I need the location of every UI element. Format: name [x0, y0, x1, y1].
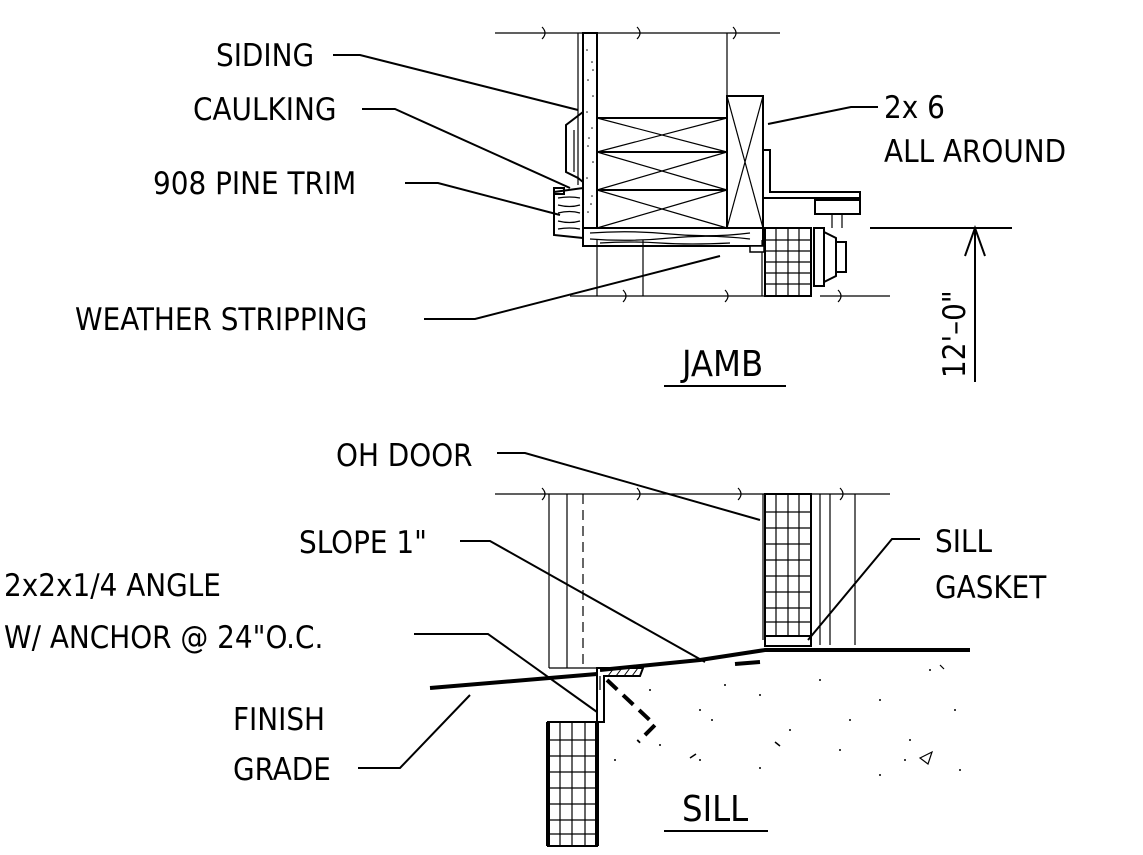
height-dimension: 12'–0": [870, 225, 1012, 382]
door-track-angle: [763, 149, 861, 199]
finish-grade-label-line1: FINISH: [233, 702, 325, 738]
jamb-bottom-break-line: [570, 289, 890, 303]
steel-angle: [596, 667, 645, 723]
jamb-door-panel: [764, 227, 812, 297]
angle-label-line2: W/ ANCHOR @ 24"O.C.: [4, 620, 323, 656]
height-dimension-text: 12'–0": [937, 290, 973, 378]
oh-door-label: OH DOOR: [336, 438, 473, 474]
sill-title: SILL: [682, 789, 748, 830]
angle-label-line1: 2x2x1/4 ANGLE: [4, 568, 221, 604]
siding-layer: [582, 32, 598, 229]
stud-blocks: [596, 117, 728, 229]
weather-stripping-label: WEATHER STRIPPING: [75, 302, 367, 338]
jamb-wall-lines: [577, 33, 763, 296]
jamb-leaders: [333, 54, 878, 320]
caulking-profile: [565, 111, 584, 183]
jamb-title: JAMB: [680, 344, 763, 385]
finish-grade-label-line2: GRADE: [233, 752, 331, 788]
jamb-board: [582, 227, 764, 247]
foundation-block: [546, 721, 599, 847]
slope-label: SLOPE 1": [299, 525, 427, 561]
concrete-stipple: [614, 664, 961, 776]
pine-trim-label: 908 PINE TRIM: [153, 166, 356, 202]
slab-top-edge: [599, 648, 970, 672]
finish-grade-line: [429, 672, 598, 690]
jamb-top-break-line: [495, 26, 780, 40]
sill-gasket: [764, 635, 812, 647]
siding-label: SIDING: [216, 38, 314, 74]
anchor-bolt: [605, 678, 658, 744]
sill-gasket-label-line1: SILL: [935, 524, 992, 560]
sill-wall-lines: [548, 494, 856, 669]
two-by-six-label: 2x 6: [884, 90, 945, 126]
sill-detail: OH DOOR SLOPE 1" 2x2x1/4 ANGLE W/ ANCHOR…: [4, 438, 1047, 847]
siding-stipple: [586, 49, 594, 213]
jamb-detail: SIDING CAULKING 908 PINE TRIM WEATHER ST…: [75, 26, 1066, 387]
sill-top-break-line: [495, 487, 890, 501]
two-by-six-member: [726, 95, 764, 229]
all-around-label: ALL AROUND: [884, 134, 1066, 170]
door-roller: [813, 199, 861, 287]
sill-leaders: [358, 452, 920, 769]
sill-gasket-label-line2: GASKET: [935, 570, 1047, 606]
weather-strip: [749, 245, 765, 253]
pine-trim: [553, 186, 584, 240]
sill-door-panel: [764, 493, 812, 637]
caulking-label: CAULKING: [193, 92, 336, 128]
